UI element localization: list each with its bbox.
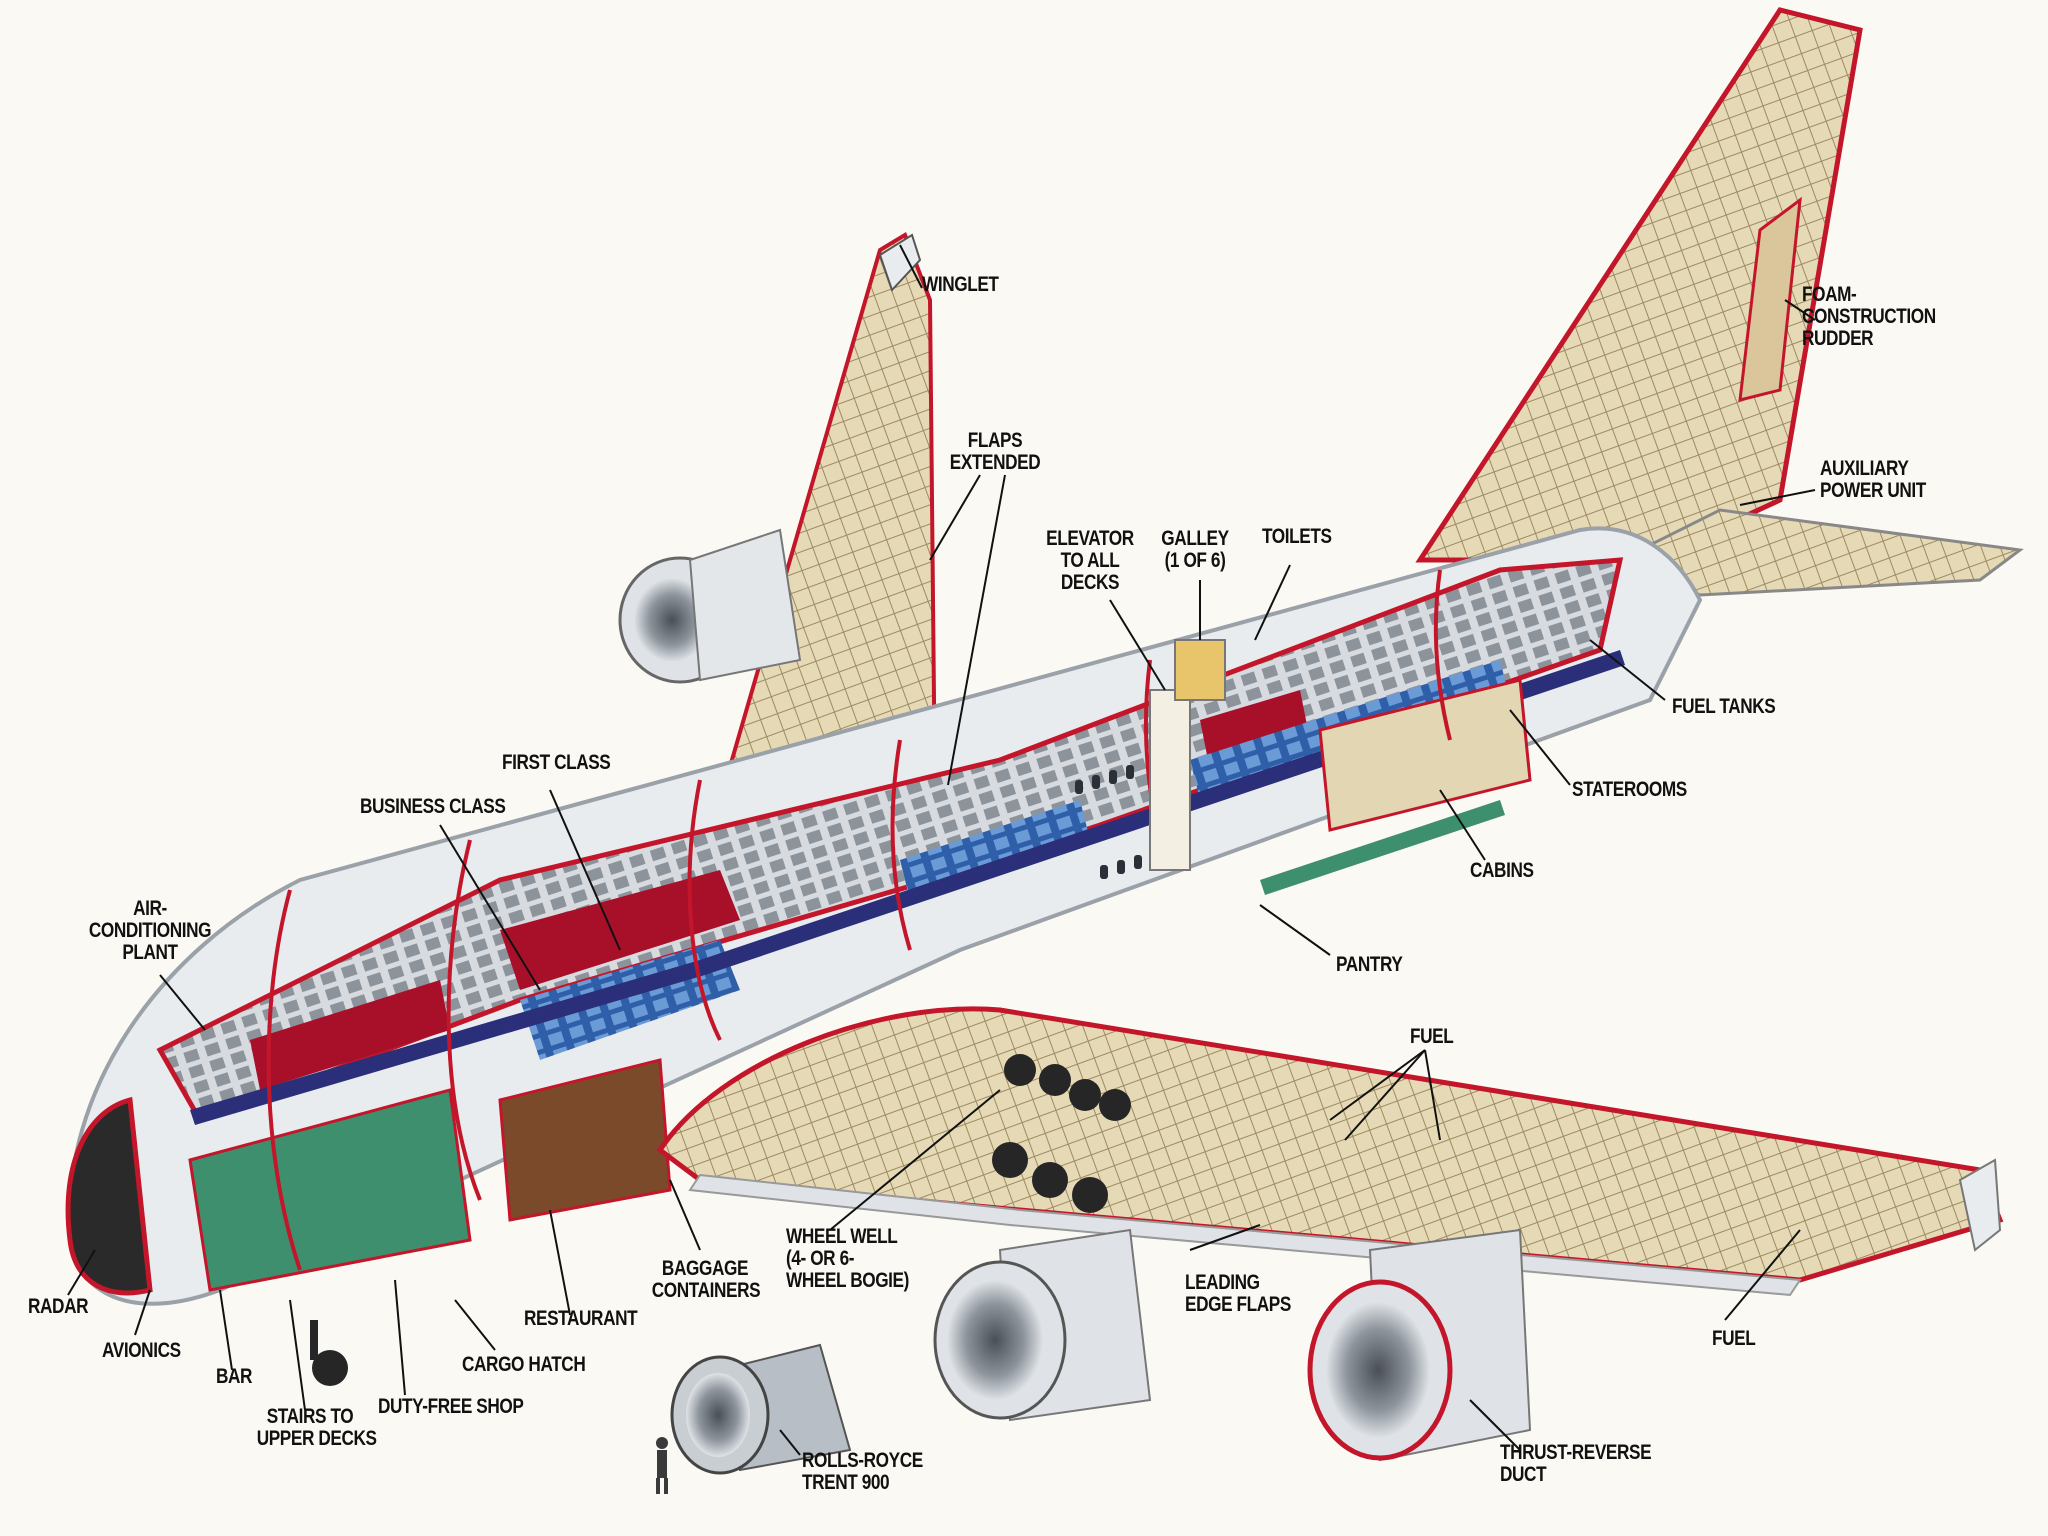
far-engine xyxy=(618,528,802,684)
label-elevator-to-all-decks: ELEVATOR TO ALL DECKS xyxy=(1046,527,1134,594)
label-thrust-reverse-duct: THRUST-REVERSE DUCT xyxy=(1500,1441,1652,1486)
label-fuel-wing: FUEL xyxy=(1410,1025,1454,1048)
label-cabins: CABINS xyxy=(1470,859,1534,882)
upper-front-carpet xyxy=(250,980,450,1090)
label-radar: RADAR xyxy=(28,1295,89,1318)
label-toilets: TOILETS xyxy=(1262,525,1332,548)
label-leading-edge-flaps: LEADING EDGE FLAPS xyxy=(1185,1271,1291,1316)
winglet xyxy=(878,233,922,292)
cabins-green-strip xyxy=(1260,800,1505,895)
vertical-tail xyxy=(1415,7,1863,563)
label-rolls-royce-trent-900: ROLLS-ROYCE TRENT 900 xyxy=(802,1449,923,1494)
label-stairs-to-upper-decks: STAIRS TO UPPER DECKS xyxy=(256,1405,377,1450)
main-deck-seats-mid xyxy=(900,800,1090,900)
first-class-carpet xyxy=(500,870,740,990)
fuselage-frames xyxy=(266,569,1452,1271)
label-auxiliary-power-unit: AUXILIARY POWER UNIT xyxy=(1820,457,1926,502)
label-winglet: WINGLET xyxy=(922,273,999,296)
label-business-class: BUSINESS CLASS xyxy=(360,795,506,818)
label-air-conditioning-plant: AIR- CONDITIONING PLANT xyxy=(88,897,212,964)
trent-900-engine xyxy=(670,1343,852,1475)
restaurant-floor xyxy=(498,1058,672,1222)
label-duty-free-shop: DUTY-FREE SHOP xyxy=(378,1395,524,1418)
elevator-shaft xyxy=(1149,689,1191,871)
label-fuel-wingtip: FUEL xyxy=(1712,1327,1756,1350)
label-baggage-containers: BAGGAGE CONTAINERS xyxy=(651,1257,761,1302)
galley-unit xyxy=(1174,639,1226,701)
label-restaurant: RESTAURANT xyxy=(524,1307,638,1330)
outer-engine-cutaway xyxy=(1307,1228,1532,1462)
leader-lines xyxy=(67,244,1816,1456)
label-cargo-hatch: CARGO HATCH xyxy=(462,1353,586,1376)
deck-floor xyxy=(190,650,1625,1125)
label-galley: GALLEY (1 OF 6) xyxy=(1161,527,1229,572)
nose-radar-dome xyxy=(65,1096,153,1296)
label-staterooms: STATEROOMS xyxy=(1572,778,1687,801)
label-foam-construction-rudder: FOAM- CONSTRUCTION RUDDER xyxy=(1802,283,1936,350)
label-avionics: AVIONICS xyxy=(102,1339,181,1362)
rudder xyxy=(1738,196,1802,402)
inner-engine xyxy=(933,1228,1152,1422)
label-fuel-tanks: FUEL TANKS xyxy=(1672,695,1776,718)
main-landing-gear xyxy=(992,1054,1131,1213)
label-pantry: PANTRY xyxy=(1336,953,1403,976)
person-for-scale xyxy=(656,1437,668,1494)
label-wheel-well: WHEEL WELL (4- OR 6- WHEEL BOGIE) xyxy=(786,1225,909,1292)
label-flaps-extended: FLAPS EXTENDED xyxy=(949,429,1041,474)
nose-landing-gear xyxy=(310,1320,348,1386)
duty-free-floor xyxy=(188,1088,472,1292)
label-first-class: FIRST CLASS xyxy=(502,751,611,774)
wing-tip xyxy=(1958,1158,2002,1252)
label-bar: BAR xyxy=(216,1365,253,1388)
cabins-lower xyxy=(1318,678,1532,832)
